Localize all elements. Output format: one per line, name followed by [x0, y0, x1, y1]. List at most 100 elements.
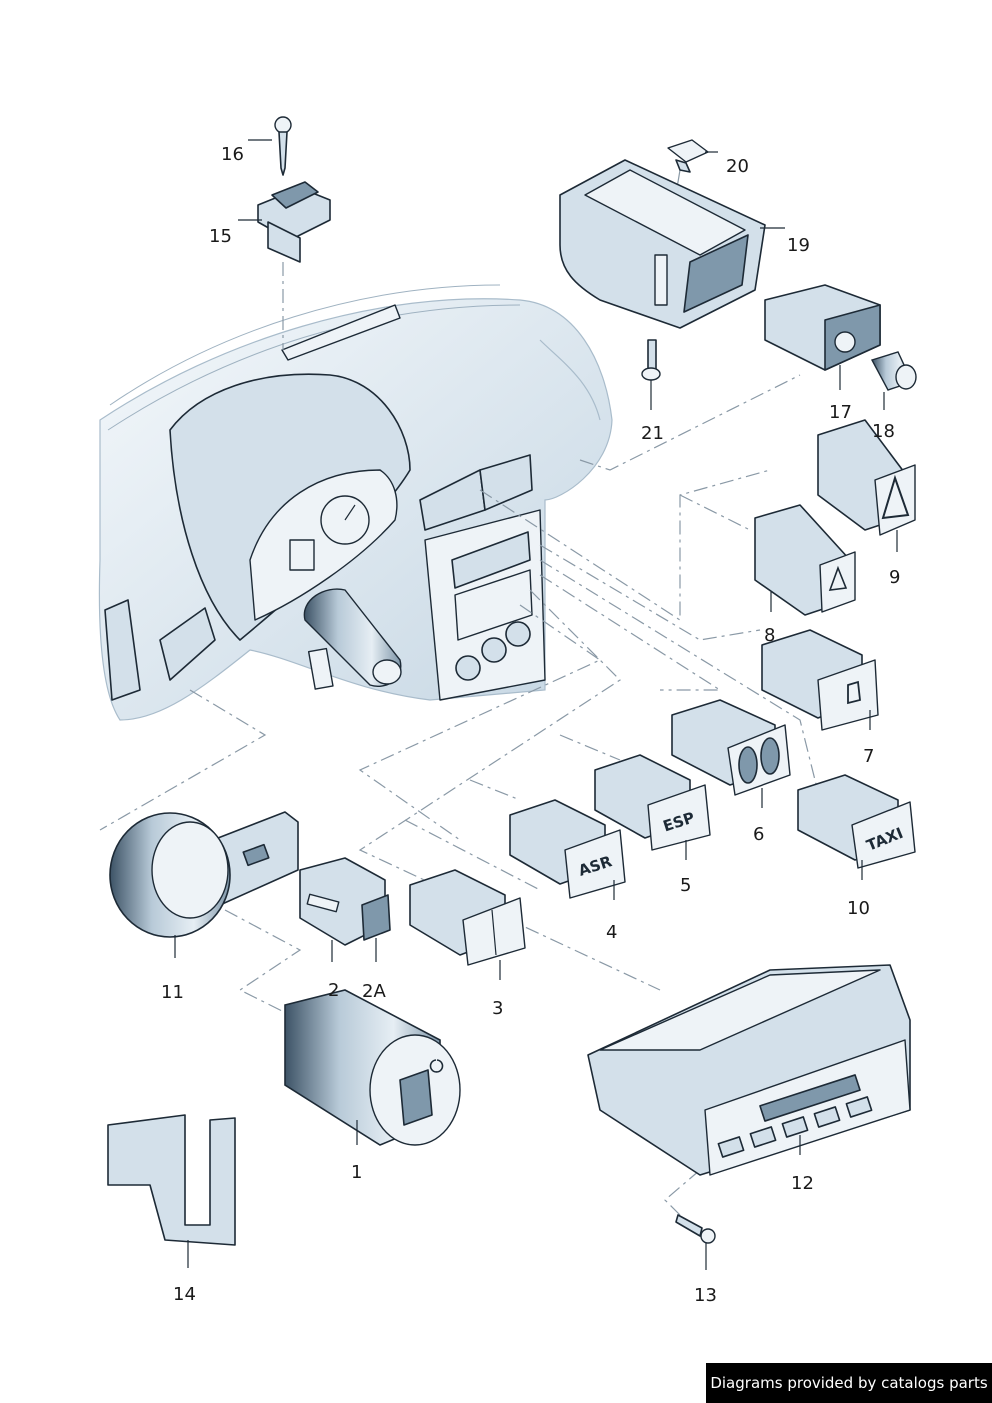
rotary-knob — [399, 1069, 433, 1126]
part-9-hazard-switch — [817, 419, 916, 536]
leader-lines — [174, 139, 898, 1270]
switch-face — [564, 829, 626, 899]
hazard-triangle-icon — [881, 474, 910, 520]
tray-clip — [654, 254, 668, 306]
callout-19: 19 — [787, 235, 810, 256]
control-buttons — [717, 1074, 873, 1158]
connector-lines — [99, 169, 821, 1216]
dashboard-edge-line — [109, 284, 501, 406]
switch-slider — [306, 893, 340, 913]
part-20-clip — [667, 139, 709, 173]
part-16-screw — [274, 116, 292, 176]
connector-line — [539, 559, 821, 801]
connector-line — [679, 494, 751, 531]
callout-20: 20 — [726, 156, 749, 177]
callout-1: 1 — [351, 1162, 362, 1183]
callout-12: 12 — [791, 1173, 814, 1194]
connector-line — [539, 574, 723, 691]
dashboard-edge-line — [107, 304, 521, 431]
part-13-screw — [675, 1214, 716, 1244]
defroster-vent — [281, 304, 401, 361]
callout-18: 18 — [872, 421, 895, 442]
thumbwheel — [760, 737, 780, 775]
part-1-light-switch — [284, 989, 461, 1146]
callout-13: 13 — [694, 1285, 717, 1306]
callout-2: 2 — [328, 980, 339, 1001]
steering-column-end — [372, 659, 402, 685]
connector-line — [479, 469, 771, 622]
part-7-switch — [761, 629, 879, 731]
callout-4: 4 — [606, 922, 617, 943]
screw-shank — [278, 131, 288, 176]
callout-17: 17 — [829, 402, 852, 423]
left-air-vent — [159, 607, 216, 681]
part-2a-dimmer — [361, 894, 391, 941]
switch-face — [647, 784, 711, 851]
screw-shank — [647, 339, 657, 371]
part-17-socket — [764, 284, 881, 371]
climate-button — [813, 1106, 841, 1128]
callout-14: 14 — [173, 1284, 196, 1305]
climate-knob — [505, 621, 531, 647]
tray-inner — [584, 169, 746, 256]
center-air-vent — [479, 454, 533, 511]
callout-21: 21 — [641, 423, 664, 444]
hazard-triangle-icon — [828, 565, 848, 591]
fuel-icon — [847, 680, 861, 705]
part-14-bracket — [107, 1114, 236, 1246]
unit-top — [599, 969, 881, 1051]
callout-8: 8 — [764, 625, 775, 646]
dimmer-wheel — [361, 894, 391, 941]
climate-display — [759, 1074, 861, 1122]
steering-column — [303, 588, 402, 687]
climate-button — [749, 1126, 777, 1148]
part-3-switch — [409, 869, 526, 966]
callout-3: 3 — [492, 998, 503, 1019]
climate-knob — [455, 655, 481, 681]
column-stalk — [307, 647, 334, 690]
cap-end — [895, 364, 917, 390]
screw-head — [641, 367, 661, 381]
bracket-body — [107, 1114, 236, 1246]
climate-button — [781, 1116, 809, 1138]
climate-knob — [481, 637, 507, 663]
callout-6: 6 — [753, 824, 764, 845]
connector-line — [664, 1169, 701, 1216]
part-6-thumbwheel-switch — [671, 699, 791, 796]
switch-row-panel — [451, 531, 531, 589]
connector-line — [579, 374, 801, 471]
side-air-vent — [104, 599, 141, 701]
part-12-climate-control — [587, 964, 911, 1176]
switch-base — [267, 221, 301, 263]
part-19-storage-tray — [559, 159, 766, 329]
headlight-icon — [429, 1059, 444, 1073]
clip-tab — [675, 159, 691, 173]
screw-shank — [675, 1214, 703, 1237]
connector-line — [224, 909, 302, 1021]
connector-line — [99, 689, 267, 831]
part-15-switch — [257, 181, 331, 263]
passenger-dash — [539, 339, 601, 421]
part-18-cap — [870, 351, 917, 391]
gauge-needle — [344, 504, 356, 521]
climate-button — [845, 1096, 873, 1118]
part-10-taxi-switch: TAXI — [797, 774, 916, 869]
connector-line — [469, 779, 521, 801]
thumbwheel — [738, 746, 758, 784]
callout-10: 10 — [847, 898, 870, 919]
screw-head — [274, 116, 292, 134]
clip-plate — [667, 139, 709, 163]
callout-11: 11 — [161, 982, 184, 1003]
callout-labels: 1 2 2A 3 4 5 6 7 8 9 10 11 12 13 14 15 1… — [161, 144, 900, 1306]
tray-front — [683, 234, 749, 313]
socket-opening — [834, 331, 856, 353]
callout-9: 9 — [889, 567, 900, 588]
watermark-text: Diagrams provided by catalogs parts — [710, 1374, 988, 1392]
screw-head — [700, 1228, 716, 1244]
watermark-banner: Diagrams provided by catalogs parts — [706, 1363, 992, 1403]
switch-rocker — [271, 181, 319, 209]
part-21-screw — [641, 339, 661, 381]
callout-2a: 2A — [362, 981, 386, 1002]
connector-line — [358, 604, 602, 841]
